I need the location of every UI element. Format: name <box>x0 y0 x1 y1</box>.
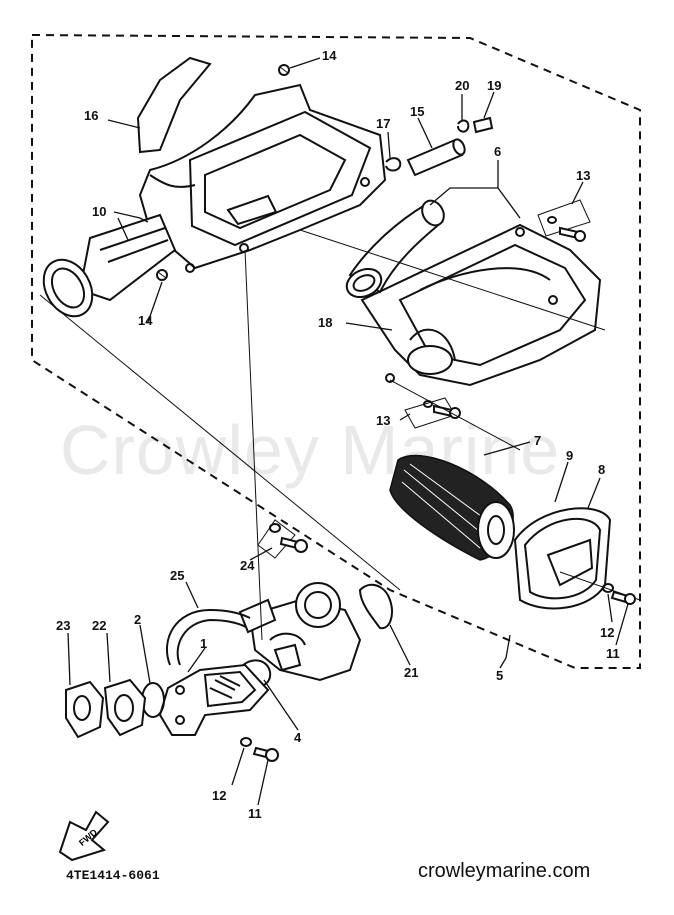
callout-21: 21 <box>404 665 418 680</box>
air-box-cover <box>360 223 602 387</box>
spacer-part-22 <box>103 678 147 737</box>
assembly-boundary <box>31 33 641 669</box>
callout-5: 5 <box>496 668 503 683</box>
callout-14-top: 14 <box>322 48 337 63</box>
gasket-part-23 <box>65 680 105 739</box>
bolt-part-11-bottom <box>252 746 279 762</box>
callout-labels: 14 16 10 14 17 15 20 19 6 13 18 13 7 9 8… <box>56 48 620 821</box>
callout-15: 15 <box>410 104 424 119</box>
seal-strip-part-16 <box>136 56 212 154</box>
carburetor <box>238 582 362 682</box>
hose-part-15 <box>406 138 466 177</box>
site-url: crowleymarine.com <box>418 860 591 882</box>
callout-18: 18 <box>318 315 332 330</box>
screw-part-13-upper <box>537 199 591 242</box>
callout-16: 16 <box>84 108 98 123</box>
band-clamp-part-21 <box>358 583 393 630</box>
callout-22: 22 <box>92 618 106 633</box>
callout-19: 19 <box>487 78 501 93</box>
callout-11-bottom: 11 <box>248 806 262 821</box>
callout-14-left: 14 <box>138 313 153 328</box>
clip-part-17 <box>385 157 402 172</box>
clip-part-20 <box>457 119 470 133</box>
callout-7: 7 <box>534 433 541 448</box>
callout-20: 20 <box>455 78 469 93</box>
bolt-part-11-right <box>610 590 636 605</box>
bolt-part-24 <box>257 519 308 559</box>
hose-part-25 <box>165 608 251 666</box>
callout-13-upper: 13 <box>576 168 590 183</box>
callout-1: 1 <box>200 636 207 651</box>
callout-2: 2 <box>134 612 141 627</box>
callout-4: 4 <box>294 730 302 745</box>
hose-part-25-inner <box>176 618 247 666</box>
inlet-funnel-part-10 <box>42 213 177 318</box>
alignment-lines <box>39 229 606 641</box>
callout-10: 10 <box>92 204 106 219</box>
callout-9: 9 <box>566 448 573 463</box>
screw-part-14-left <box>156 269 168 281</box>
washer-part-12-right <box>602 583 614 593</box>
callout-25: 25 <box>170 568 184 583</box>
callout-6: 6 <box>494 144 501 159</box>
fwd-arrow-icon: FWD <box>58 810 110 862</box>
filter-cap-part-8 <box>513 507 641 610</box>
air-filter-element-part-7 <box>389 454 515 561</box>
callout-12-bottom: 12 <box>212 788 226 803</box>
screw-part-14-top <box>278 64 290 76</box>
callout-11-right: 11 <box>606 646 620 661</box>
drawing-code: 4TE1414-6061 <box>66 868 160 883</box>
plug-part-19 <box>472 116 494 134</box>
intake-tube-part-6 <box>345 199 445 299</box>
callout-13-lower: 13 <box>376 413 390 428</box>
intake-manifold-part-1 <box>158 663 270 736</box>
washer-part-12-bottom <box>240 737 252 747</box>
callout-12-right: 12 <box>600 625 614 640</box>
callout-23: 23 <box>56 618 70 633</box>
air-box-lower-case <box>138 83 387 273</box>
leader-lines <box>67 57 629 806</box>
callout-24: 24 <box>240 558 255 573</box>
callout-8: 8 <box>598 462 605 477</box>
callout-17: 17 <box>376 116 390 131</box>
